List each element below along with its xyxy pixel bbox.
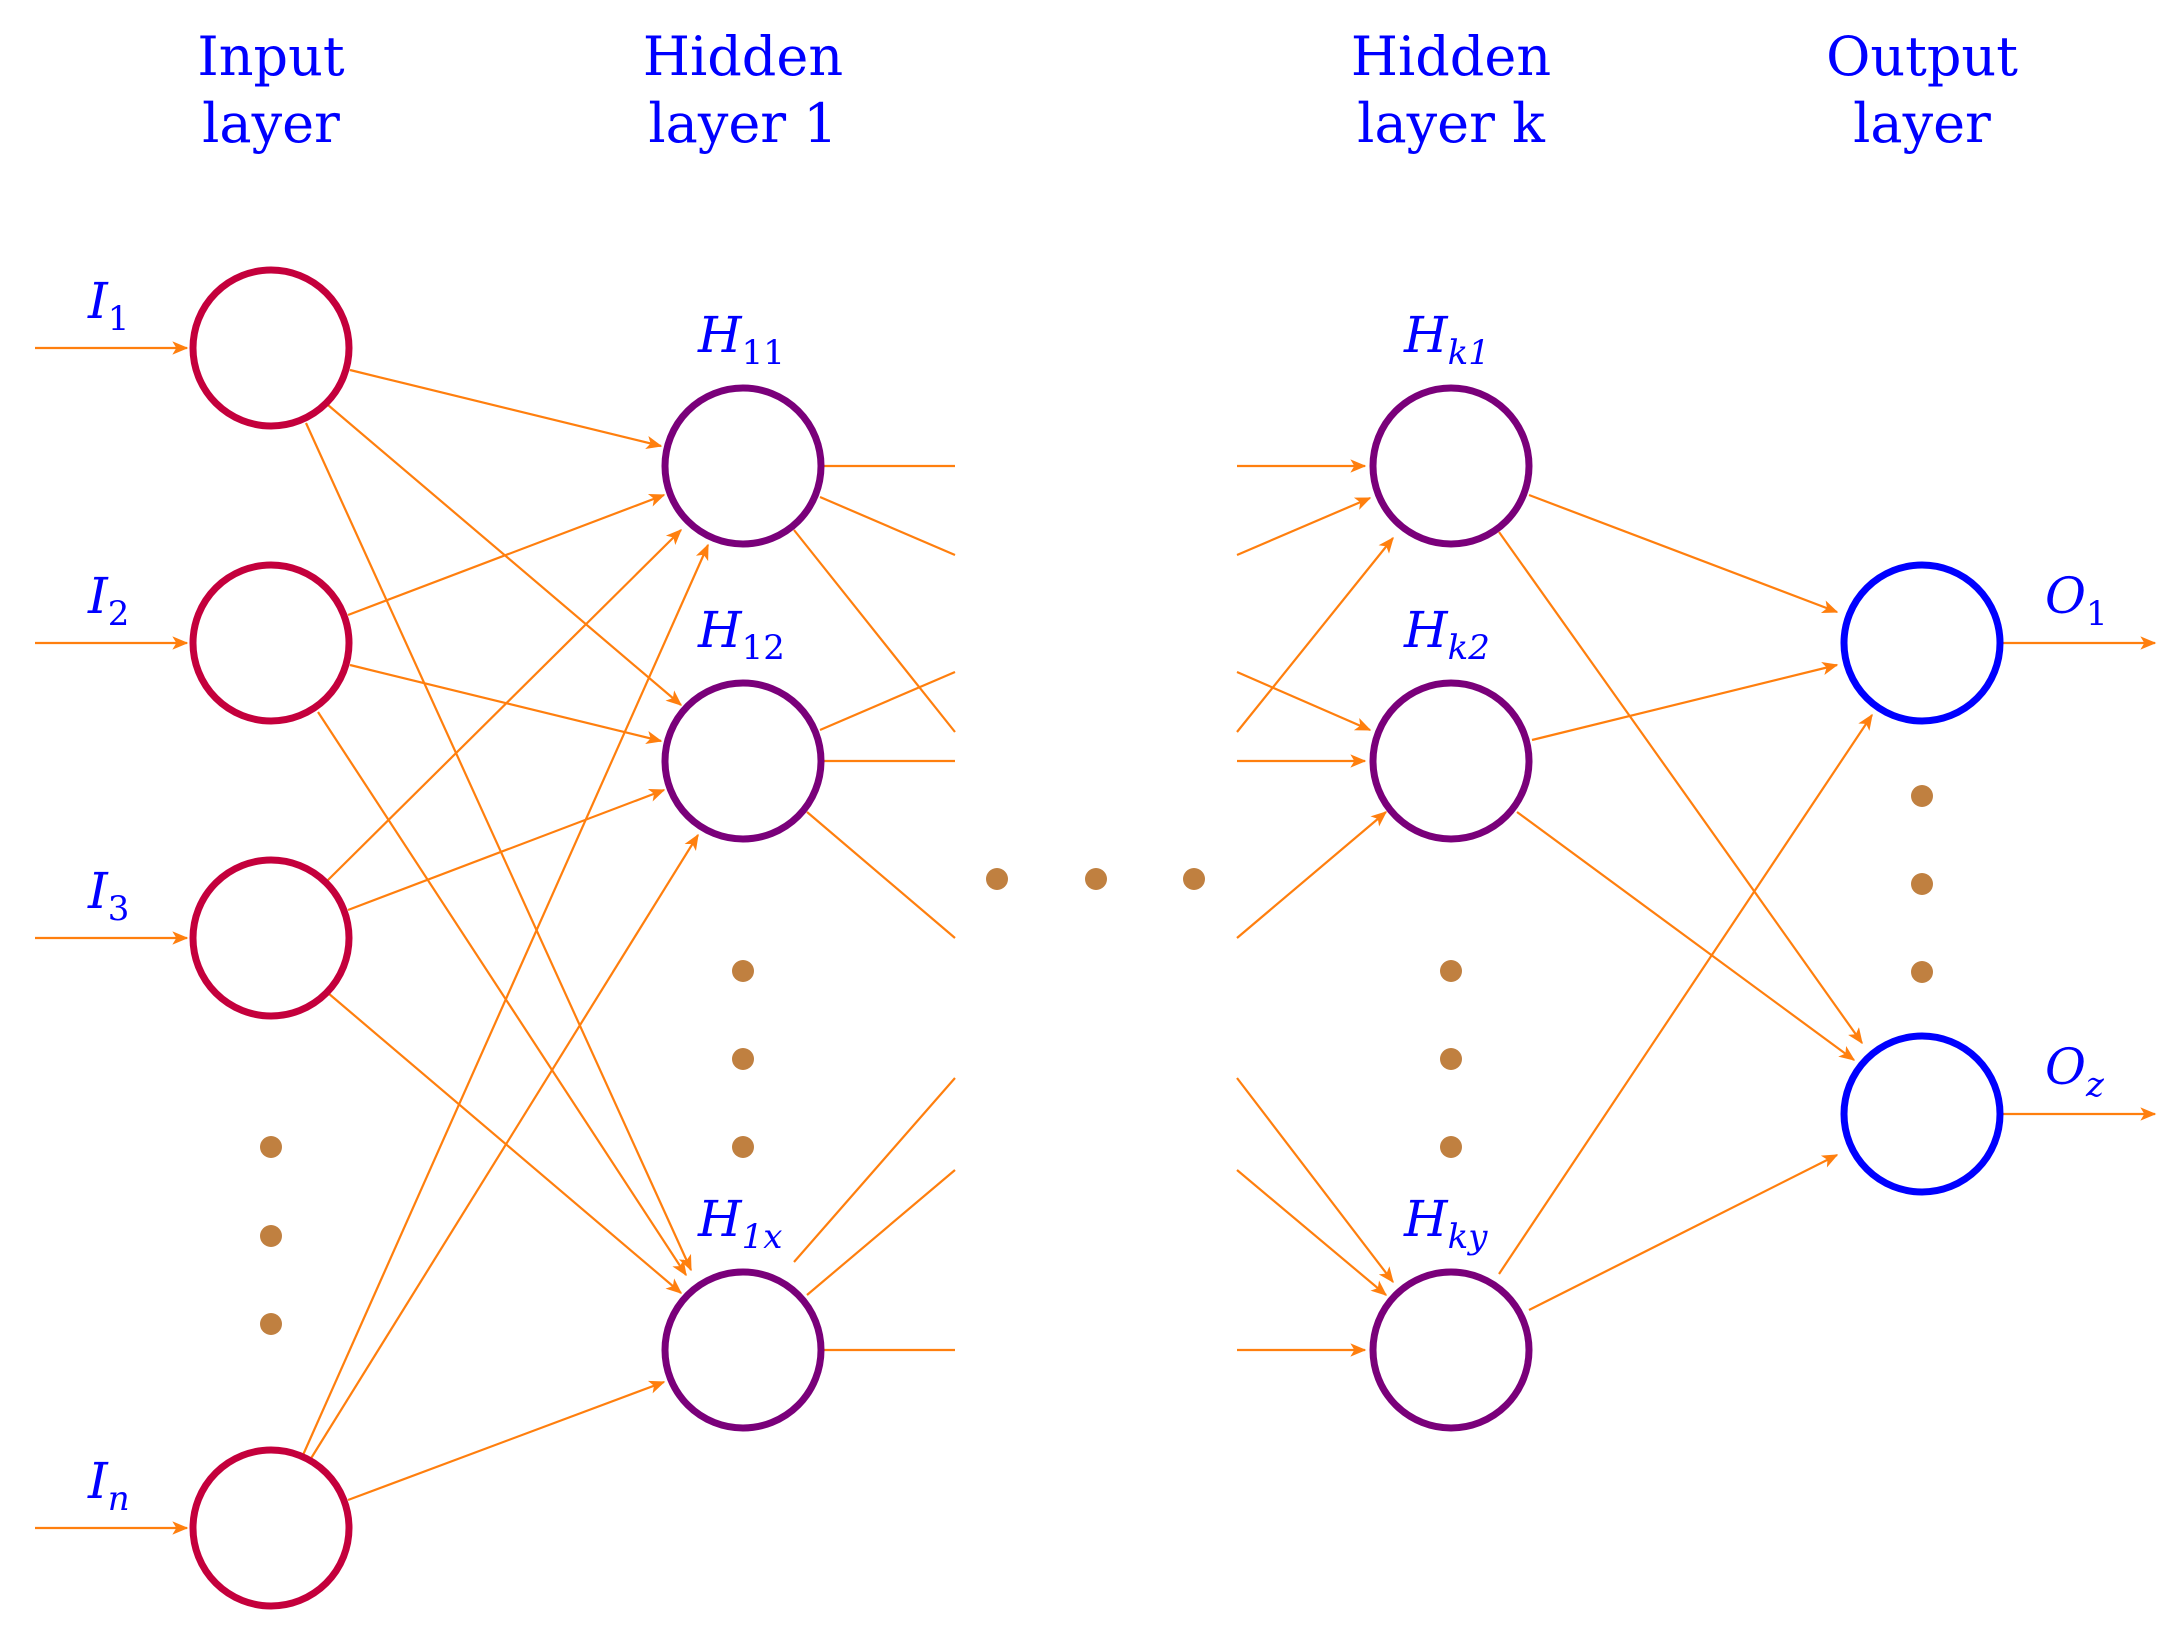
- hiddenk-label-k1: Hk1: [1403, 306, 1490, 373]
- edge-hk1-o1: [1528, 493, 1839, 614]
- output-nodes: [1840, 561, 2004, 1196]
- output-label-1: O1: [2045, 567, 2108, 634]
- edge-i3-h12: [347, 788, 666, 912]
- output-ellipsis-dot: [1911, 961, 1933, 983]
- between-layers-ellipsis-dot: [1085, 868, 1107, 890]
- hidden1-ellipsis-dot: [732, 960, 754, 982]
- input-ellipsis-dot: [260, 1136, 282, 1158]
- hiddenk-nodes: [1369, 384, 1533, 1432]
- stub-h1x-1: [793, 1077, 956, 1263]
- hiddenk-ellipsis-dot: [1440, 1048, 1462, 1070]
- hidden1-node-1x: [661, 1268, 825, 1432]
- input-layer-title-line2: layer: [202, 92, 340, 155]
- between-layers-ellipsis-dot: [1183, 868, 1205, 890]
- hiddenk-label-k2: Hk2: [1403, 601, 1490, 668]
- hiddenk-ellipsis-dot: [1440, 960, 1462, 982]
- edge-i1-h11: [349, 368, 663, 449]
- edge-i1-h1x: [304, 422, 693, 1272]
- hiddenk-node-k2: [1369, 679, 1533, 843]
- layer-titles: Input layer Hidden layer 1 Hidden layer …: [197, 25, 2018, 155]
- hidden1-node-11: [661, 384, 825, 548]
- hidden1-node-12: [661, 679, 825, 843]
- stub-h12-1: [819, 670, 956, 732]
- hidden-layer-1-title: Hidden: [643, 25, 843, 88]
- edge-i2-h1x: [317, 711, 687, 1277]
- stub-hky-2: [1236, 1169, 1388, 1296]
- hidden1-nodes: [661, 384, 825, 1432]
- edge-hk2-o1: [1531, 662, 1839, 742]
- output-layer-title-line2: layer: [1853, 92, 1991, 155]
- between-layers-ellipsis-dot: [986, 868, 1008, 890]
- input-label-3: I3: [87, 862, 129, 929]
- edge-i3-h11: [327, 529, 682, 881]
- edge-in-h12: [309, 833, 699, 1461]
- stub-hk2-3: [1236, 811, 1388, 939]
- edge-in-h1x: [347, 1380, 666, 1502]
- edge-hk1-oz: [1498, 531, 1863, 1045]
- input-nodes: [189, 266, 353, 1610]
- hidden1-ellipsis-dot: [732, 1136, 754, 1158]
- output-label-z: Oz: [2045, 1038, 2105, 1105]
- hidden-layer-k-title-line2: layer k: [1357, 92, 1546, 155]
- edge-hk2-oz: [1516, 811, 1856, 1061]
- input-layer-title: Input: [197, 25, 344, 88]
- stub-h11-2: [819, 495, 956, 557]
- input-label-2: I2: [87, 567, 129, 634]
- edge-hky-oz: [1528, 1154, 1839, 1311]
- output-ellipsis-dot: [1911, 785, 1933, 807]
- stub-hky-1: [1236, 1077, 1394, 1284]
- node-labels: I1 I2 I3 In H11 H12 H1x Hk1 Hk2 Hky O: [87, 272, 2108, 1519]
- stub-hk2-1: [1236, 670, 1372, 732]
- output-node-1: [1840, 561, 2004, 725]
- input-ellipsis-dot: [260, 1225, 282, 1247]
- stub-hk1-3: [1236, 536, 1394, 733]
- hiddenk-node-ky: [1369, 1268, 1533, 1432]
- output-layer-title: Output: [1826, 25, 2018, 88]
- hidden1-label-11: H11: [697, 306, 785, 373]
- hiddenk-label-ky: Hky: [1403, 1190, 1488, 1257]
- input-node-n: [189, 1446, 353, 1610]
- edges: [35, 341, 2157, 1535]
- input-label-n: In: [87, 1452, 130, 1519]
- input-node-3: [189, 856, 353, 1020]
- input-label-1: I1: [87, 272, 129, 339]
- input-node-1: [189, 266, 353, 430]
- edge-hky-o1: [1498, 713, 1873, 1275]
- hidden-layer-k-title: Hidden: [1351, 25, 1551, 88]
- hidden1-label-12: H12: [697, 601, 785, 668]
- hidden1-label-1x: H1x: [697, 1190, 782, 1257]
- output-ellipsis-dot: [1911, 873, 1933, 895]
- edge-in-h11: [301, 543, 710, 1456]
- hiddenk-ellipsis-dot: [1440, 1136, 1462, 1158]
- hiddenk-node-k1: [1369, 384, 1533, 548]
- ellipsis-dots: [260, 785, 1933, 1335]
- stub-h11-3: [793, 529, 956, 733]
- edge-i2-h11: [347, 493, 666, 617]
- hidden-layer-1-title-line2: layer 1: [648, 92, 837, 155]
- input-ellipsis-dot: [260, 1313, 282, 1335]
- edge-i3-h1x: [327, 992, 683, 1294]
- hidden1-ellipsis-dot: [732, 1048, 754, 1070]
- stub-h12-3: [806, 811, 956, 939]
- output-node-z: [1840, 1032, 2004, 1196]
- stub-h1x-2: [806, 1169, 956, 1296]
- stub-hk1-2: [1236, 496, 1372, 557]
- input-node-2: [189, 561, 353, 725]
